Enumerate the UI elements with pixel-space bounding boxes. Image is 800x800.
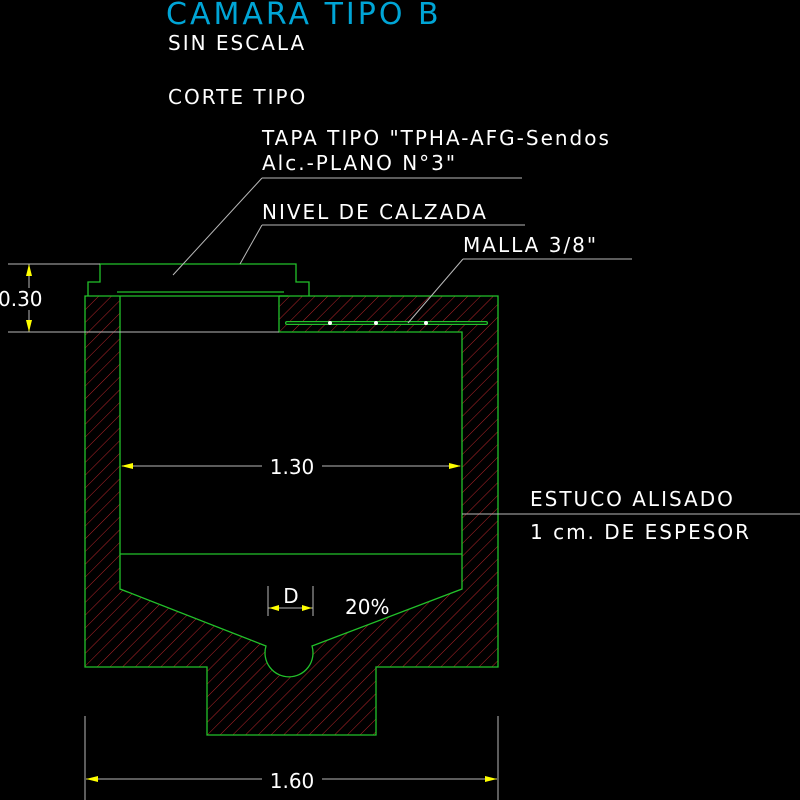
scale-note: SIN ESCALA <box>168 31 306 55</box>
drawing-title: CAMARA TIPO B <box>166 0 442 32</box>
tapa-callout: TAPA TIPO "TPHA-AFG-Sendos Alc.-PLANO N°… <box>172 126 611 276</box>
tapa-label-2: Alc.-PLANO N°3" <box>262 151 457 175</box>
estuco-callout: ESTUCO ALISADO 1 cm. DE ESPESOR <box>462 487 800 544</box>
mesh-rebar-dots <box>328 321 428 325</box>
nivel-callout: NIVEL DE CALZADA <box>239 200 525 265</box>
outer-width-value: 1.60 <box>270 769 315 793</box>
chamber-inner-outline <box>119 296 463 678</box>
inner-width-value: 1.30 <box>270 455 315 479</box>
pipe-dimension: D <box>267 584 314 616</box>
outer-width-dimension: 1.60 <box>84 716 499 800</box>
slab-thickness-dimension: 0.30 <box>0 263 279 333</box>
concrete-hatch <box>85 296 498 735</box>
section-title: CORTE TIPO <box>168 85 307 109</box>
tapa-label-1: TAPA TIPO "TPHA-AFG-Sendos <box>261 126 611 150</box>
estuco-label-2: 1 cm. DE ESPESOR <box>530 520 751 544</box>
nivel-label: NIVEL DE CALZADA <box>262 200 488 224</box>
pipe-diameter-label: D <box>283 584 298 608</box>
inner-width-dimension: 1.30 <box>121 455 461 479</box>
malla-label: MALLA 3/8" <box>463 233 598 257</box>
slope-label: 20% <box>345 595 389 619</box>
slab-thickness-value: 0.30 <box>0 287 43 311</box>
chamber-outer-outline <box>84 295 499 736</box>
malla-callout: MALLA 3/8" <box>407 233 632 324</box>
manhole-cover <box>87 263 310 296</box>
estuco-label-1: ESTUCO ALISADO <box>530 487 735 511</box>
